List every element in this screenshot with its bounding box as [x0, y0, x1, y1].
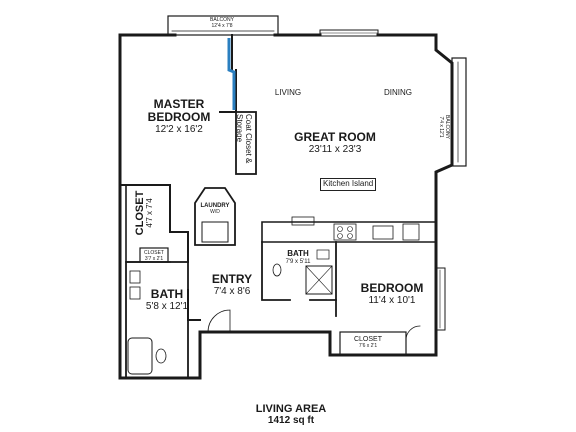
living-label: LIVING	[274, 88, 302, 97]
bath-small-label: BATH 7'9 x 5'11	[285, 249, 311, 265]
laundry-wall	[194, 187, 236, 246]
master-bedroom-wall	[219, 34, 237, 113]
balcony-right	[451, 57, 467, 167]
master-bedroom-label: MASTER BEDROOM 12'2 x 16'2	[147, 97, 211, 136]
entry-door	[207, 309, 231, 333]
coat-closet	[235, 111, 257, 175]
window-right	[435, 267, 446, 331]
bathtub	[127, 337, 153, 375]
bedroom-label: BEDROOM 11'4 x 10'1	[360, 281, 424, 307]
great-room-label: GREAT ROOM 23'11 x 23'3	[294, 130, 376, 156]
kitchen-counter	[261, 221, 437, 243]
accent-wall-blue	[227, 38, 236, 110]
bath-main-room	[125, 261, 189, 379]
bath-main-label: BATH 5'8 x 12'1	[145, 287, 189, 313]
laundry-label: LAUNDRY W/D	[200, 203, 230, 215]
coat-closet-label: Coat Closet & Storage	[235, 114, 253, 164]
exterior-wall-bottom	[118, 33, 438, 380]
closet-bottom-label: CLOSET 7'6 x 2'1	[353, 336, 382, 349]
dining-label: DINING	[384, 88, 412, 97]
closet-left-label: CLOSET 4'7 x 7'4	[134, 190, 155, 236]
living-area-footer: LIVING AREA 1412 sq ft	[255, 403, 327, 427]
entry-label: ENTRY 7'4 x 8'6	[211, 272, 253, 298]
balcony-top	[167, 15, 279, 36]
closet-bottom	[339, 331, 407, 356]
kitchen-island-label: Kitchen Island	[320, 178, 377, 191]
